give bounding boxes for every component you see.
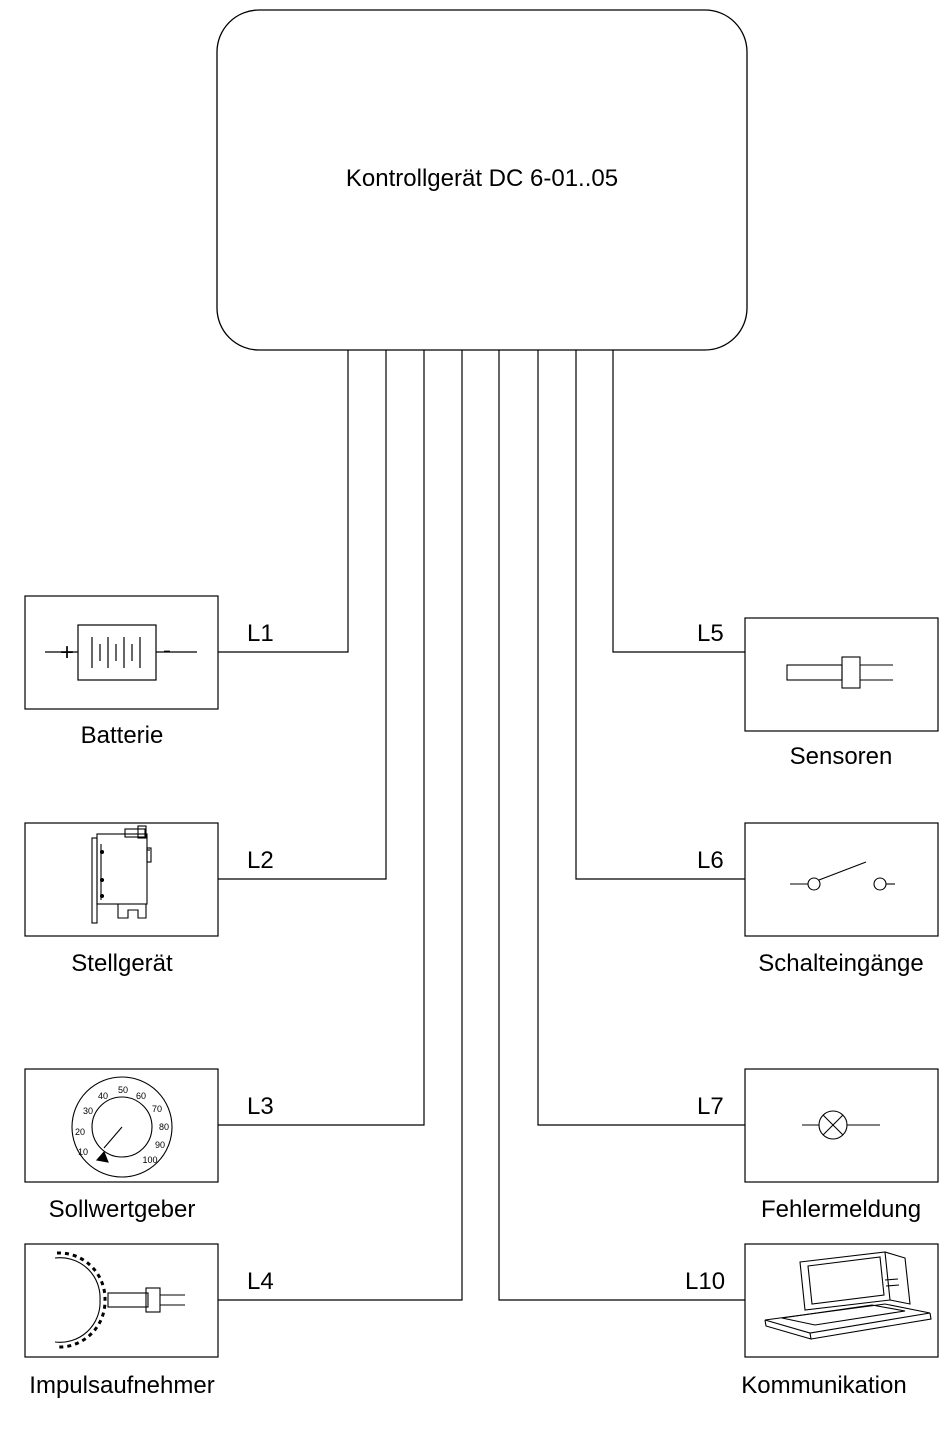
setpoint-dial-ticks: 10 20 30 40 50 60 70 80 90 100 (75, 1085, 169, 1165)
dial-tick-90: 90 (155, 1140, 165, 1150)
error-label: Fehlermeldung (760, 1196, 922, 1223)
line-label-l1: L1 (247, 620, 274, 647)
dial-tick-10: 10 (78, 1147, 88, 1157)
line-label-l5: L5 (697, 620, 724, 647)
error-lamp-icon (802, 1110, 880, 1140)
line-label-l2: L2 (247, 847, 274, 874)
wire-l10 (498, 350, 745, 1301)
wire-l5 (612, 350, 745, 653)
error-box (744, 1068, 939, 1183)
dial-tick-40: 40 (98, 1091, 108, 1101)
communication-label: Kommunikation (741, 1372, 907, 1399)
wire-l1 (218, 350, 349, 653)
dial-tick-100: 100 (142, 1155, 157, 1165)
pickup-box (24, 1243, 219, 1358)
switch-inputs-box (744, 822, 939, 937)
battery-minus-sign: - (163, 637, 171, 664)
dial-tick-70: 70 (152, 1104, 162, 1114)
setpoint-box (24, 1068, 219, 1183)
dial-tick-30: 30 (83, 1106, 93, 1116)
pickup-icon (54, 1251, 185, 1349)
setpoint-dial-icon (71, 1076, 173, 1178)
dial-tick-50: 50 (118, 1085, 128, 1095)
actuator-label: Stellgerät (71, 950, 173, 977)
line-label-l3: L3 (247, 1093, 274, 1120)
battery-label: Batterie (80, 722, 164, 749)
dial-tick-20: 20 (75, 1127, 85, 1137)
controller-title: Kontrollgerät DC 6-01..05 (345, 165, 619, 192)
terminal-icon (764, 1251, 932, 1340)
dial-tick-80: 80 (159, 1122, 169, 1132)
wire-l4 (218, 350, 463, 1301)
wire-l2 (218, 350, 387, 880)
wire-l3 (218, 350, 425, 1126)
battery-plus-sign: + (60, 639, 74, 666)
actuator-box (24, 822, 219, 937)
sensors-label: Sensoren (789, 743, 893, 770)
actuator-icon (91, 825, 152, 924)
battery-icon (45, 624, 197, 681)
wire-l7 (537, 350, 745, 1126)
line-label-l7: L7 (697, 1093, 724, 1120)
wire-l6 (575, 350, 745, 880)
setpoint-label: Sollwertgeber (48, 1196, 196, 1223)
sensor-icon (786, 656, 893, 689)
switch-inputs-label: Schalteingänge (758, 950, 924, 977)
pickup-label: Impulsaufnehmer (29, 1372, 215, 1399)
line-label-l4: L4 (247, 1268, 274, 1295)
switch-icon (790, 861, 895, 891)
dial-tick-60: 60 (136, 1091, 146, 1101)
line-label-l6: L6 (697, 847, 724, 874)
line-label-l10: L10 (685, 1268, 726, 1295)
controller-box (216, 9, 748, 351)
